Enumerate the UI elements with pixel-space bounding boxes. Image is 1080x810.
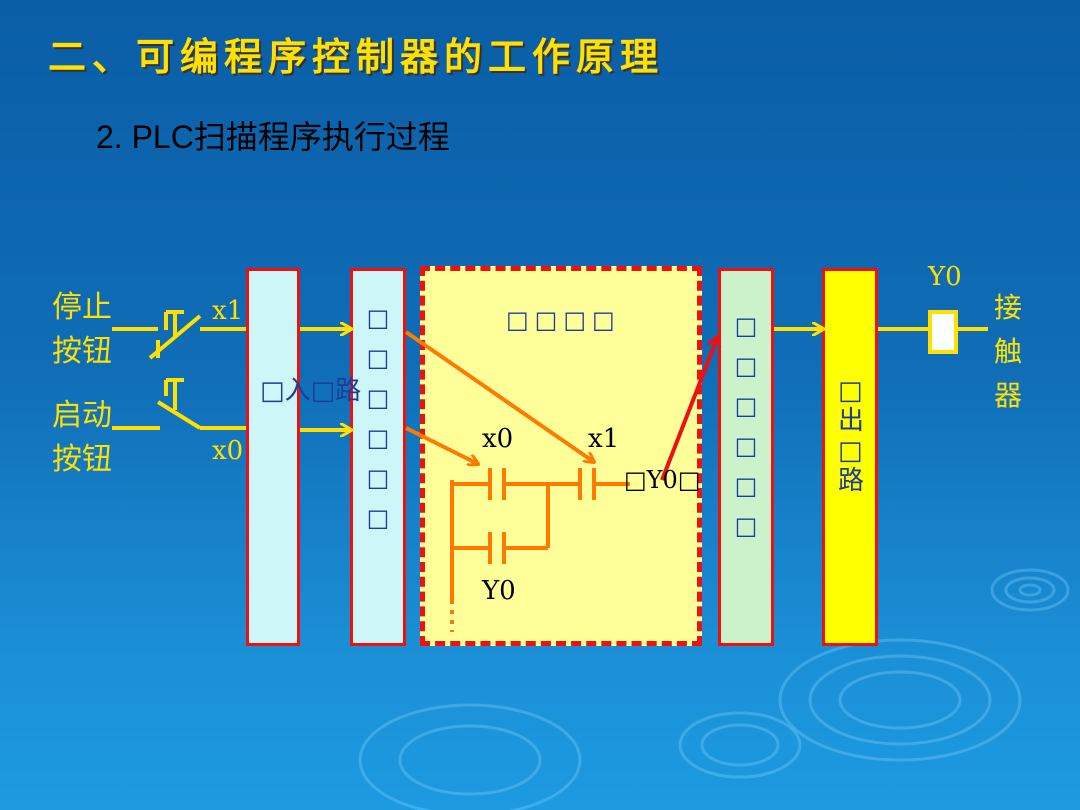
input-image-label: □□□□□□ (366, 304, 390, 532)
ladder-rung (450, 468, 630, 632)
contact-x0-label: x0 (482, 424, 514, 454)
coil-y0-label: □Y0□ (624, 466, 701, 494)
input-circuit-block (246, 268, 300, 646)
slide-title: 二、可编程序控制器的工作原理 (48, 34, 665, 79)
output-circuit-label: □出□路 (838, 376, 865, 496)
output-image-label: □□□□□□ (734, 312, 758, 540)
y0-output-label: Y0 (928, 262, 962, 292)
x1-input-label: x1 (212, 296, 244, 326)
input-image-block (350, 268, 406, 646)
contactor-label: 接触器 (993, 291, 1022, 412)
stop-button-symbol (112, 310, 246, 360)
start-button-label: 启动 按钮 (52, 398, 112, 477)
contact-y0-label: Y0 (482, 576, 516, 606)
slide-subtitle: 2. PLC扫描程序执行过程 (96, 119, 450, 155)
contactor-coil-symbol (928, 310, 958, 354)
stop-button-label: 停止 按钮 (52, 290, 112, 369)
input-circuit-label: □入□路 (260, 376, 362, 406)
start-button-symbol (112, 378, 246, 430)
contact-x1-label: x1 (588, 424, 620, 454)
x0-input-label: x0 (212, 436, 244, 466)
output-image-block (718, 268, 774, 646)
user-program-label: □□□□ (506, 306, 621, 334)
output-circuit-block (822, 268, 878, 646)
